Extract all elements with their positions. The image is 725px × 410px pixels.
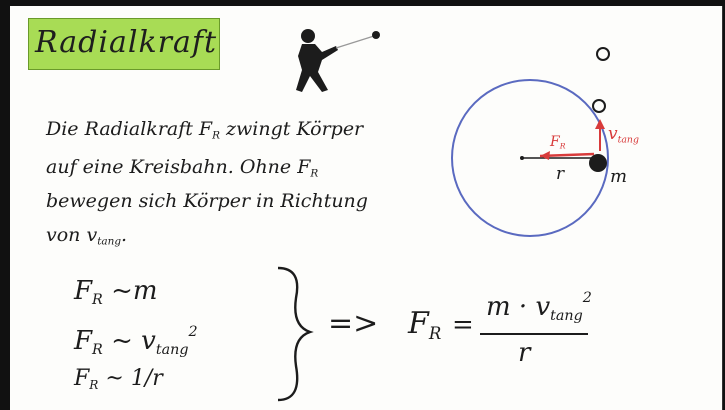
description-line-4: von vtang. [46,224,128,248]
implies-arrow: => [328,306,379,341]
position-marker-icon [592,99,606,113]
page-title: Radialkraft [35,25,218,60]
hammer-thrower-icon [296,29,380,92]
whiteboard: Radialkraft [10,6,723,410]
diagram-mass-label: m [610,166,628,187]
diagram-velocity-label: vtang [608,124,639,146]
description-line-1: Die Radialkraft FR zwingt Körper [46,118,364,142]
proportionality-radius: FR ~ 1/r [74,366,163,393]
result-denominator: r [518,338,531,368]
diagram-radius-label: r [556,164,565,184]
position-marker-icon [596,47,610,61]
curly-brace-icon [277,266,314,402]
description-line-2: auf eine Kreisbahn. Ohne FR [46,156,319,180]
proportionality-velocity: FR ~ vtang2 [74,324,198,358]
circular-path-diagram [451,47,610,237]
proportionality-mass: FR ~m [74,276,158,308]
result-lhs: FR [408,306,442,343]
result-numerator: m · vtang2 [486,290,592,324]
result-equals: = [452,310,474,340]
title-box: Radialkraft [28,18,220,70]
illustration-layer [277,29,610,402]
diagram-force-label: FR [550,134,566,151]
mass-dot-icon [589,154,607,172]
description-line-3: bewegen sich Körper in Richtung [46,190,368,212]
